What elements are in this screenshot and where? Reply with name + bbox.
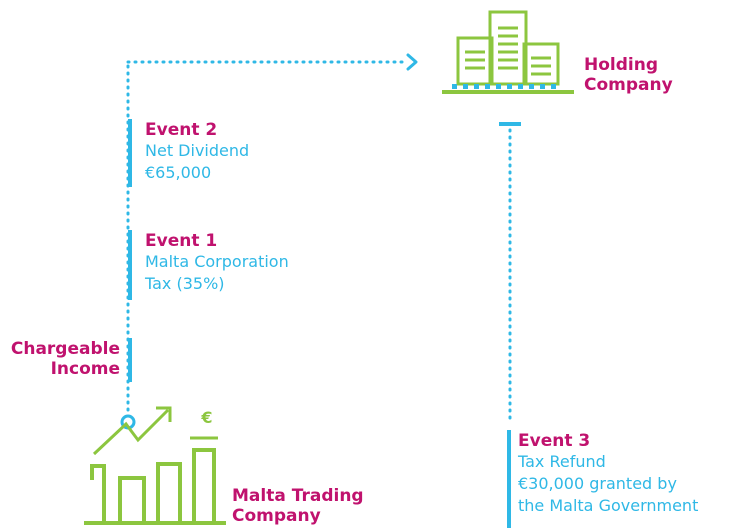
holding-company-label: Holding Company <box>584 55 673 95</box>
event1-block: Event 1 Malta Corporation Tax (35%) <box>145 231 289 295</box>
event2-line1: Net Dividend <box>145 141 250 160</box>
event1-line2: Tax (35%) <box>145 274 225 293</box>
event1-title: Event 1 <box>145 231 218 251</box>
chargeable-income-line2: Income <box>50 359 120 379</box>
trading-company-line1: Malta Trading <box>232 486 364 506</box>
event3-line1: Tax Refund <box>518 452 606 471</box>
rising-bar-chart-euro-icon <box>84 406 226 525</box>
building-base-dots <box>452 84 556 89</box>
euro-symbol: € <box>201 408 213 427</box>
event1-line1: Malta Corporation <box>145 252 289 271</box>
holding-company-line1: Holding <box>584 55 659 75</box>
event3-title: Event 3 <box>518 431 591 451</box>
chargeable-income-line1: Chargeable <box>10 339 120 359</box>
event2-line2: €65,000 <box>145 163 212 182</box>
chargeable-income-label: Chargeable Income <box>0 339 120 379</box>
event2-title: Event 2 <box>145 120 218 140</box>
event1-bar <box>128 230 132 300</box>
event3-line2: €30,000 granted by <box>518 474 677 493</box>
holding-company-line2: Company <box>584 75 673 95</box>
chargeable-income-bar <box>128 338 132 382</box>
arrowhead-right-icon <box>406 53 418 71</box>
event3-bar <box>507 430 511 528</box>
trading-company-line2: Company <box>232 506 321 526</box>
trading-company-label: Malta Trading Company <box>232 486 364 526</box>
event3-block: Event 3 Tax Refund €30,000 granted by th… <box>518 431 698 517</box>
event2-bar <box>128 119 132 187</box>
office-buildings-icon <box>442 10 574 94</box>
event2-block: Event 2 Net Dividend €65,000 <box>145 120 249 184</box>
event3-line3: the Malta Government <box>518 496 699 515</box>
